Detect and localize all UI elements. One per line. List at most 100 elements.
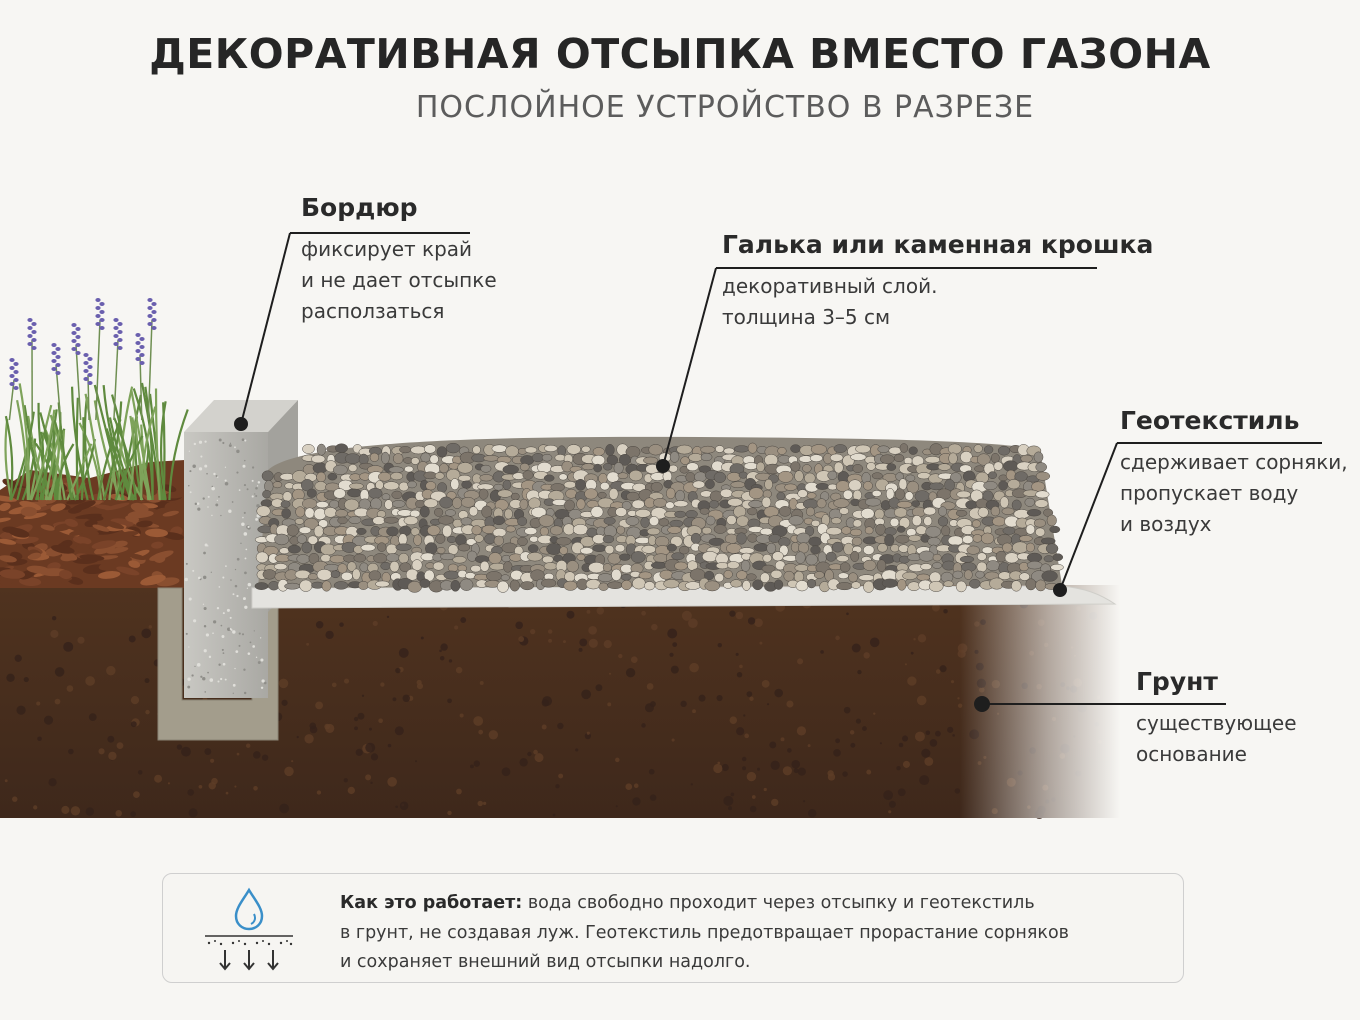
soil-grain	[339, 622, 344, 627]
mulch-chip	[33, 504, 56, 513]
pebble	[356, 527, 367, 535]
soil-grain	[849, 730, 855, 735]
soil-grain	[4, 779, 8, 783]
pebble	[434, 472, 445, 480]
curb-grain	[256, 504, 260, 508]
curb-grain	[188, 646, 190, 648]
curb-grain	[240, 542, 242, 545]
soil-grain	[820, 650, 824, 654]
soil-grain	[515, 621, 523, 630]
pebble	[685, 581, 702, 590]
pebble	[701, 526, 712, 535]
curb-grain	[202, 575, 207, 580]
soil-grain	[331, 682, 337, 688]
soil-grain	[746, 691, 753, 698]
curb-grain	[222, 652, 225, 655]
soil-grain	[763, 787, 767, 792]
pebble	[983, 445, 994, 454]
soil-grain	[575, 748, 579, 752]
soil-grain	[77, 636, 85, 644]
lavender-leaf	[84, 393, 106, 501]
lavender-flower	[71, 339, 77, 343]
pebble	[694, 471, 707, 483]
pebble	[301, 498, 318, 509]
lavender-flower	[95, 298, 101, 302]
pebble	[294, 518, 305, 525]
pebble	[1045, 543, 1059, 554]
pebble	[479, 474, 494, 482]
pebble	[726, 543, 742, 554]
pebble	[380, 561, 391, 571]
curb-grain	[251, 495, 254, 498]
soil-grain	[456, 788, 462, 795]
soil-grain	[793, 768, 799, 774]
mulch-chip	[91, 540, 117, 550]
soil-grain	[12, 796, 18, 802]
pebble	[816, 498, 827, 509]
soil-grain	[440, 643, 448, 651]
pebble	[733, 445, 750, 453]
soil-grain	[370, 753, 379, 761]
gravel-leader	[662, 267, 717, 467]
curb-grain	[192, 569, 195, 572]
pebble	[795, 580, 809, 592]
soil-grain	[791, 759, 801, 769]
soil-grain	[935, 669, 941, 674]
soil-grain	[48, 778, 57, 787]
curb-grain	[244, 439, 247, 442]
mulch-chip	[162, 510, 179, 517]
pebble	[908, 446, 918, 455]
pebble	[575, 478, 586, 491]
pebble	[1049, 525, 1061, 534]
pebble	[492, 527, 507, 538]
curb-grain	[255, 517, 259, 521]
pebble	[665, 501, 675, 510]
mulch-chip	[26, 565, 50, 574]
pebble	[952, 570, 964, 579]
pebble	[470, 564, 482, 573]
pebble	[635, 508, 651, 518]
pebble	[474, 534, 484, 543]
pebble	[1050, 563, 1064, 571]
soil-grain	[51, 616, 57, 621]
soil-grain	[167, 782, 171, 785]
soil-grain	[557, 722, 564, 730]
pebble	[1040, 537, 1056, 545]
pebble	[960, 451, 973, 463]
lavender-flower	[147, 314, 153, 318]
pebble	[261, 470, 274, 482]
pebble	[976, 453, 991, 466]
pebble	[450, 478, 460, 491]
curb-grain	[236, 449, 240, 454]
pebble	[497, 489, 513, 498]
pebble	[1035, 490, 1050, 499]
soil-grain	[690, 783, 693, 786]
pebble	[632, 577, 646, 590]
lavender-leaf	[16, 399, 29, 501]
mulch-chip	[84, 478, 111, 486]
soil-grain	[482, 801, 487, 806]
pebble	[966, 545, 980, 555]
pebble	[937, 516, 949, 527]
curb-grain	[210, 571, 212, 573]
curb-grain	[232, 692, 234, 694]
pebble	[736, 532, 747, 545]
lavender-flower	[9, 366, 15, 370]
pebble	[911, 515, 922, 527]
soil-grain	[137, 770, 143, 775]
pebble	[839, 562, 851, 573]
pebble	[429, 454, 439, 464]
soil-grain	[399, 801, 409, 811]
pebble	[643, 581, 656, 591]
pebble	[663, 579, 680, 589]
lavender-flower	[139, 337, 145, 341]
lavender-flower	[27, 318, 33, 322]
curb-grain	[242, 597, 246, 601]
pebble	[255, 551, 269, 564]
curb-grain	[247, 582, 252, 587]
lavender-leaf	[70, 386, 89, 501]
pebble	[321, 580, 332, 592]
curb-grain	[243, 668, 246, 671]
curb-grain	[244, 571, 247, 575]
pebble	[1041, 570, 1058, 582]
